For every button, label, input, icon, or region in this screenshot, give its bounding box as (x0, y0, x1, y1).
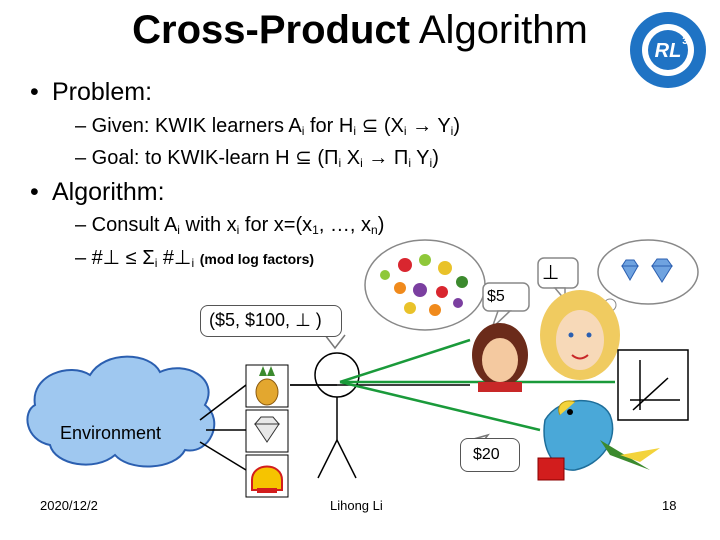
sub-bullet-goal: – Goal: to KWIK-learn H ⊆ (Πi Xi → Πi Yi… (75, 147, 439, 170)
learner-face-brown (472, 323, 528, 392)
mod-log-note: (mod log factors) (199, 251, 315, 267)
bullet-problem: •Problem: (30, 78, 153, 106)
sub-bullet-consult: – Consult Ai with xi for x=(x1, …, xn) (75, 214, 385, 237)
bullet-label: Algorithm: (52, 178, 165, 206)
shell-box (245, 454, 289, 498)
stick-figure (290, 352, 360, 479)
bullet-algorithm: •Algorithm: (30, 178, 165, 206)
bottom-symbol-bubble (537, 257, 579, 303)
parrot-learner (537, 399, 660, 481)
footer-date: 2020/12/2 (40, 498, 98, 513)
reward-bubble-text: $20 (473, 446, 500, 463)
footer-author: Lihong Li (330, 498, 383, 513)
logo-text: RL (655, 40, 682, 62)
output-bubble-text: ($5, $100, ⊥ ) (209, 310, 322, 330)
environment-cloud (26, 355, 216, 468)
slide-title: Cross-Product Algorithm (0, 8, 720, 53)
footer-page: 18 (662, 498, 677, 513)
title-bold: Cross-Product (132, 8, 410, 52)
pineapple-box (245, 364, 289, 408)
rl3-logo: RL 3 (630, 12, 706, 88)
bottom-symbol-text: ⊥ (542, 262, 560, 284)
output-bubble: ($5, $100, ⊥ ) (200, 305, 342, 337)
bullet-label: Problem: (52, 78, 153, 106)
plot-box (617, 349, 689, 421)
logo-sup: 3 (682, 36, 688, 47)
price-text: $5 (487, 288, 505, 305)
diamond-box (245, 409, 289, 453)
sub-bullet-bound: – #⊥ ≤ Σi #⊥i (mod log factors) (75, 247, 315, 270)
fruit-thought-bubble (364, 239, 486, 331)
title-rest: Algorithm (418, 8, 588, 52)
learner-face-blonde (540, 290, 620, 380)
reward-bubble: $20 (460, 438, 520, 472)
sub-bullet-given: – Given: KWIK learners Ai for Hi ⊆ (Xi →… (75, 115, 460, 138)
environment-label: Environment (60, 423, 162, 443)
